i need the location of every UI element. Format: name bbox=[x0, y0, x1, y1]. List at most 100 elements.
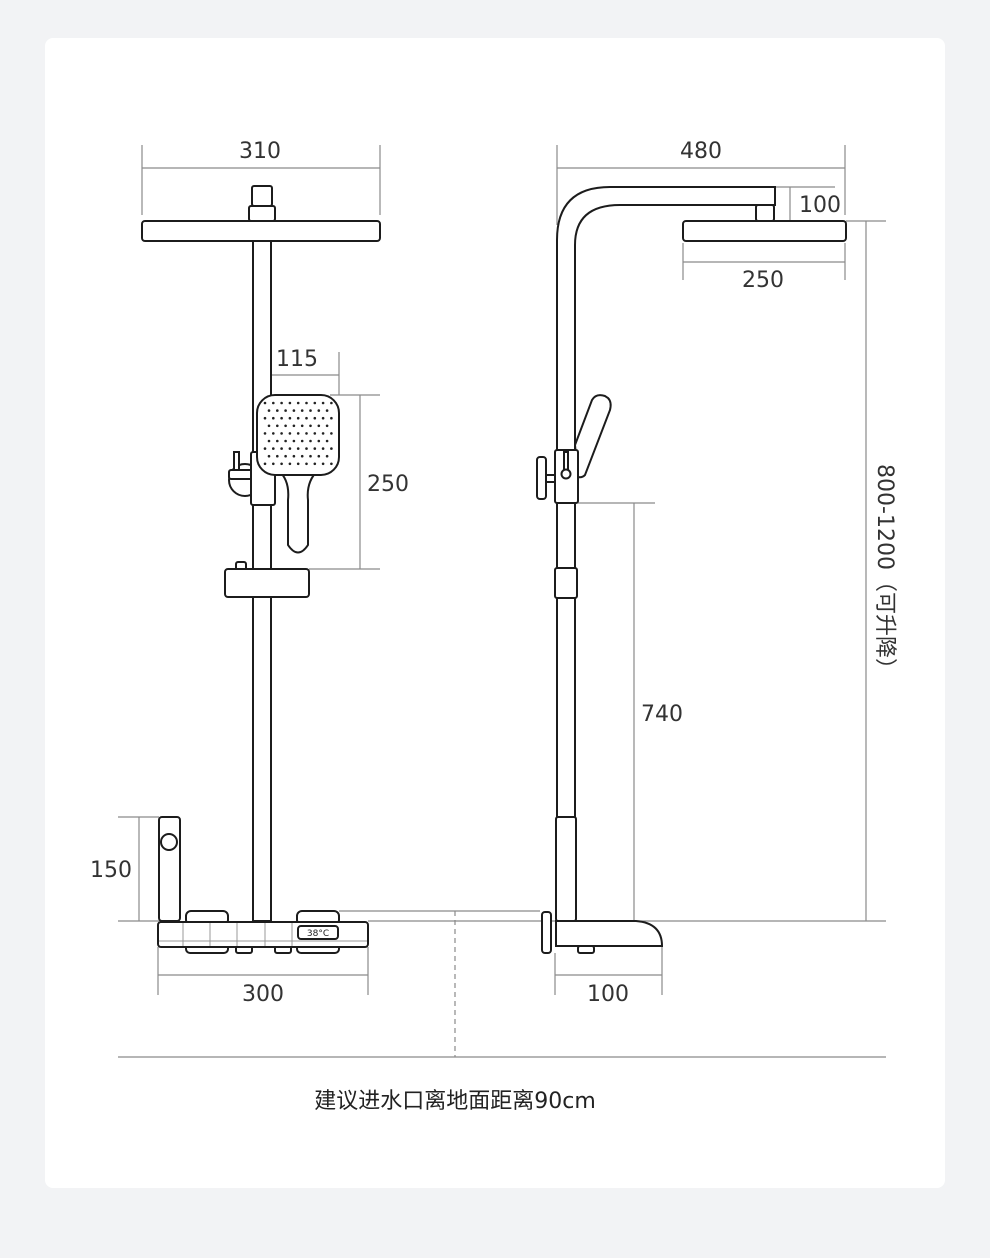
nozzle-dot bbox=[296, 401, 300, 405]
nozzle-dot bbox=[305, 447, 308, 450]
nozzle-dot bbox=[317, 409, 321, 412]
nozzle-dot bbox=[292, 424, 296, 428]
nozzle-dot bbox=[321, 416, 325, 420]
nozzle-dot bbox=[267, 454, 271, 458]
nozzle-dot bbox=[313, 432, 317, 435]
nozzle-dot bbox=[280, 432, 283, 435]
nozzle-dot bbox=[276, 454, 279, 458]
nozzle-dot bbox=[330, 462, 333, 466]
caption: 建议进水口离地面距离90cm bbox=[314, 1089, 596, 1114]
nozzle-dot bbox=[330, 416, 333, 420]
nozzle-dot bbox=[300, 439, 304, 443]
nozzle-dot bbox=[313, 401, 317, 405]
shower-arm-side bbox=[556, 186, 776, 922]
dim-adjustable-height: 800-1200（可升降） bbox=[872, 464, 897, 680]
nozzle-dot bbox=[313, 416, 317, 420]
temperature-readout: 38°C bbox=[307, 929, 329, 939]
rain-head-side bbox=[682, 220, 847, 242]
nozzle-dot bbox=[267, 439, 271, 443]
nozzle-dot bbox=[280, 401, 283, 405]
nozzle-dot bbox=[284, 424, 287, 428]
nozzle-dot bbox=[300, 424, 304, 428]
dim-arm-drop: 100 bbox=[799, 193, 841, 218]
nozzle-dot bbox=[276, 439, 279, 443]
nozzle-dot bbox=[263, 447, 267, 450]
nozzle-dot bbox=[330, 432, 333, 435]
nozzle-dot bbox=[313, 462, 317, 466]
nozzle-dot bbox=[272, 447, 275, 450]
base-side bbox=[555, 920, 664, 947]
nozzle-dot bbox=[305, 401, 308, 405]
nozzle-dot bbox=[321, 462, 325, 466]
nozzle-dot bbox=[284, 409, 287, 412]
nozzle-dot bbox=[280, 447, 283, 450]
rain-head-front bbox=[141, 220, 381, 242]
nozzle-dot bbox=[330, 401, 333, 405]
nozzle-dot bbox=[321, 447, 325, 450]
dim-side-head-width: 250 bbox=[742, 268, 784, 293]
shelf bbox=[224, 568, 310, 598]
nozzle-dot bbox=[288, 401, 292, 405]
nozzle-dot bbox=[321, 432, 325, 435]
nozzle-dot bbox=[292, 454, 296, 458]
nozzle-dot bbox=[296, 462, 300, 466]
nozzle-dot bbox=[330, 447, 333, 450]
nozzle-dot bbox=[300, 409, 304, 412]
nozzle-dot bbox=[300, 454, 304, 458]
nozzle-dot bbox=[272, 462, 275, 466]
dim-handheld-width: 115 bbox=[276, 347, 318, 372]
handheld-side bbox=[573, 394, 612, 479]
front-view: 38°C bbox=[141, 185, 381, 954]
nozzle-dot bbox=[267, 409, 271, 412]
nozzle-dot bbox=[276, 409, 279, 412]
nozzle-dot bbox=[263, 401, 267, 405]
nozzle-dot bbox=[292, 409, 296, 412]
dim-mixer-height: 150 bbox=[90, 858, 132, 883]
dim-slider-height: 740 bbox=[641, 702, 683, 727]
nozzle-dot bbox=[276, 424, 279, 428]
nozzle-dot bbox=[272, 432, 275, 435]
nozzle-dot bbox=[317, 424, 321, 428]
dim-handheld-height: 250 bbox=[367, 472, 409, 497]
nozzle-dot bbox=[309, 409, 312, 412]
nozzle-dot bbox=[272, 416, 275, 420]
nozzle-dot bbox=[309, 439, 312, 443]
nozzle-dot bbox=[313, 447, 317, 450]
nozzle-dot bbox=[325, 424, 329, 428]
temperature-display bbox=[297, 925, 339, 940]
nozzle-dot bbox=[267, 424, 271, 428]
nozzle-dot bbox=[296, 432, 300, 435]
nozzle-dot bbox=[284, 454, 287, 458]
dimension-lines bbox=[118, 145, 886, 1058]
nozzle-dot bbox=[305, 416, 308, 420]
nozzle-dot bbox=[321, 401, 325, 405]
nozzle-dot bbox=[325, 409, 329, 412]
nozzle-dot bbox=[309, 454, 312, 458]
mixer-handle bbox=[158, 816, 181, 922]
dim-front-head-width: 310 bbox=[239, 139, 281, 164]
nozzle-dot bbox=[263, 416, 267, 420]
nozzle-dot bbox=[317, 454, 321, 458]
nozzle-dot bbox=[288, 432, 292, 435]
nozzle-dot bbox=[325, 454, 329, 458]
nozzle-dot bbox=[280, 416, 283, 420]
nozzle-dot bbox=[305, 462, 308, 466]
nozzle-dot bbox=[325, 439, 329, 443]
dim-base-width: 300 bbox=[242, 982, 284, 1007]
nozzle-dot bbox=[288, 416, 292, 420]
nozzle-dot bbox=[309, 424, 312, 428]
nozzle-dot bbox=[288, 447, 292, 450]
nozzle-dot bbox=[280, 462, 283, 466]
dim-base-depth: 100 bbox=[587, 982, 629, 1007]
nozzle-dot bbox=[263, 432, 267, 435]
nozzle-dot bbox=[296, 447, 300, 450]
nozzle-dot bbox=[272, 401, 275, 405]
nozzle-dot bbox=[263, 462, 267, 466]
nozzle-dot bbox=[292, 439, 296, 443]
nozzle-dot bbox=[288, 462, 292, 466]
handheld-handle bbox=[275, 469, 321, 554]
side-view bbox=[536, 186, 847, 954]
nozzle-dot bbox=[305, 432, 308, 435]
nozzle-dot bbox=[296, 416, 300, 420]
